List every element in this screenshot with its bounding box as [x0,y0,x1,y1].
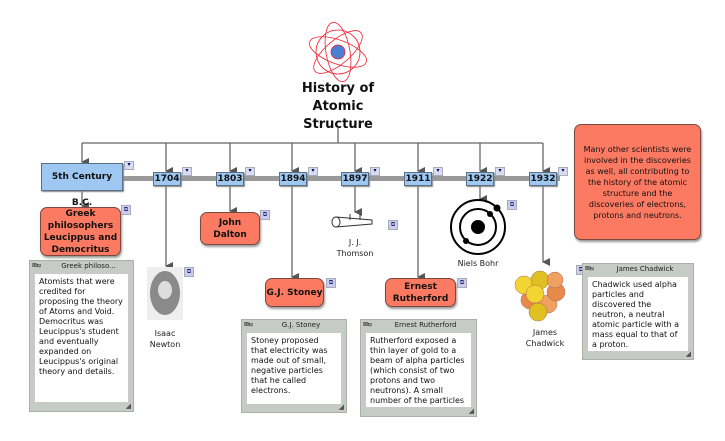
note-greek-philosophers[interactable]: ⊠⧅Greek philoso... Atomists that were cr… [29,260,134,412]
concept-john-dalton[interactable]: John Dalton [200,212,260,245]
menu-icon[interactable]: ▾ [182,167,192,176]
bohr-model-image [450,199,506,255]
newton-portrait-image [147,267,183,320]
note-text: Rutherford exposed a thin layer of gold … [366,333,471,407]
nucleus-image [514,270,566,322]
date-node-1911[interactable]: 1911 [404,172,432,186]
note-text: Chadwick used alpha particles and discov… [588,277,688,351]
concept-other-scientists[interactable]: Many other scientists were involved in t… [574,124,701,240]
date-node-1894[interactable]: 1894 [279,172,307,186]
menu-icon[interactable]: ▾ [558,167,568,176]
expand-icon[interactable]: ⧅ [368,321,372,328]
date-node-1704[interactable]: 1704 [153,172,181,186]
link-icon[interactable]: ⧉ [326,278,336,288]
date-node-5th-century[interactable]: 5th Century B.C. [41,163,123,208]
cathode-ray-tube-image [331,214,373,228]
menu-icon[interactable]: ▾ [124,161,134,170]
label-niels-bohr: Niels Bohr [457,259,499,268]
link-icon[interactable]: ⧉ [184,267,194,277]
note-gj-stoney[interactable]: ⊠⧅G.J. Stoney Stoney proposed that elect… [241,319,347,413]
link-icon[interactable]: ⧉ [507,200,517,210]
menu-icon[interactable]: ▾ [245,167,255,176]
label-james-chadwick: James Chadwick [525,328,565,348]
close-icon[interactable]: ⊠ [585,265,591,272]
date-node-1897[interactable]: 1897 [341,172,369,186]
close-icon[interactable]: ⊠ [244,321,250,328]
concept-ernest-rutherford[interactable]: Ernest Rutherford [385,278,456,307]
concept-greek-philosophers[interactable]: Greek philosophers Leucippus and Democri… [40,207,121,256]
menu-icon[interactable]: ▾ [308,167,318,176]
close-icon[interactable]: ⊠ [32,262,38,269]
expand-icon[interactable]: ⧅ [37,262,41,269]
concept-gj-stoney[interactable]: G.J. Stoney [265,278,324,307]
label-jj-thomson: J. J. Thomson [336,238,374,258]
resize-grip-icon[interactable]: ◢ [338,403,344,411]
note-james-chadwick[interactable]: ⊠⧅James Chadwick Chadwick used alpha par… [582,263,694,360]
label-isaac-newton: Isaac Newton [149,329,181,349]
expand-icon[interactable]: ⧅ [249,321,253,328]
link-icon[interactable]: ⧉ [457,278,467,288]
close-icon[interactable]: ⊠ [363,321,369,328]
atom-logo-icon [309,21,367,83]
menu-icon[interactable]: ▾ [370,167,380,176]
menu-icon[interactable]: ▾ [495,167,505,176]
date-node-1803[interactable]: 1803 [216,172,244,186]
link-icon[interactable]: ⧉ [121,205,131,215]
link-icon[interactable]: ⧉ [260,210,270,220]
expand-icon[interactable]: ⧅ [590,265,594,272]
note-text: Atomists that were credited for proposin… [35,274,128,402]
note-text: Stoney proposed that electricity was mad… [247,333,341,404]
link-icon[interactable]: ⧉ [388,220,398,230]
map-title: History of Atomic Structure [301,81,375,132]
resize-grip-icon[interactable]: ◢ [468,407,474,415]
resize-grip-icon[interactable]: ◢ [685,350,691,358]
menu-icon[interactable]: ▾ [433,167,443,176]
resize-grip-icon[interactable]: ◢ [125,402,131,410]
date-node-1932[interactable]: 1932 [529,172,557,186]
date-node-1922[interactable]: 1922 [466,172,494,186]
note-ernest-rutherford[interactable]: ⊠⧅Ernest Rutherford Rutherford exposed a… [360,319,477,417]
